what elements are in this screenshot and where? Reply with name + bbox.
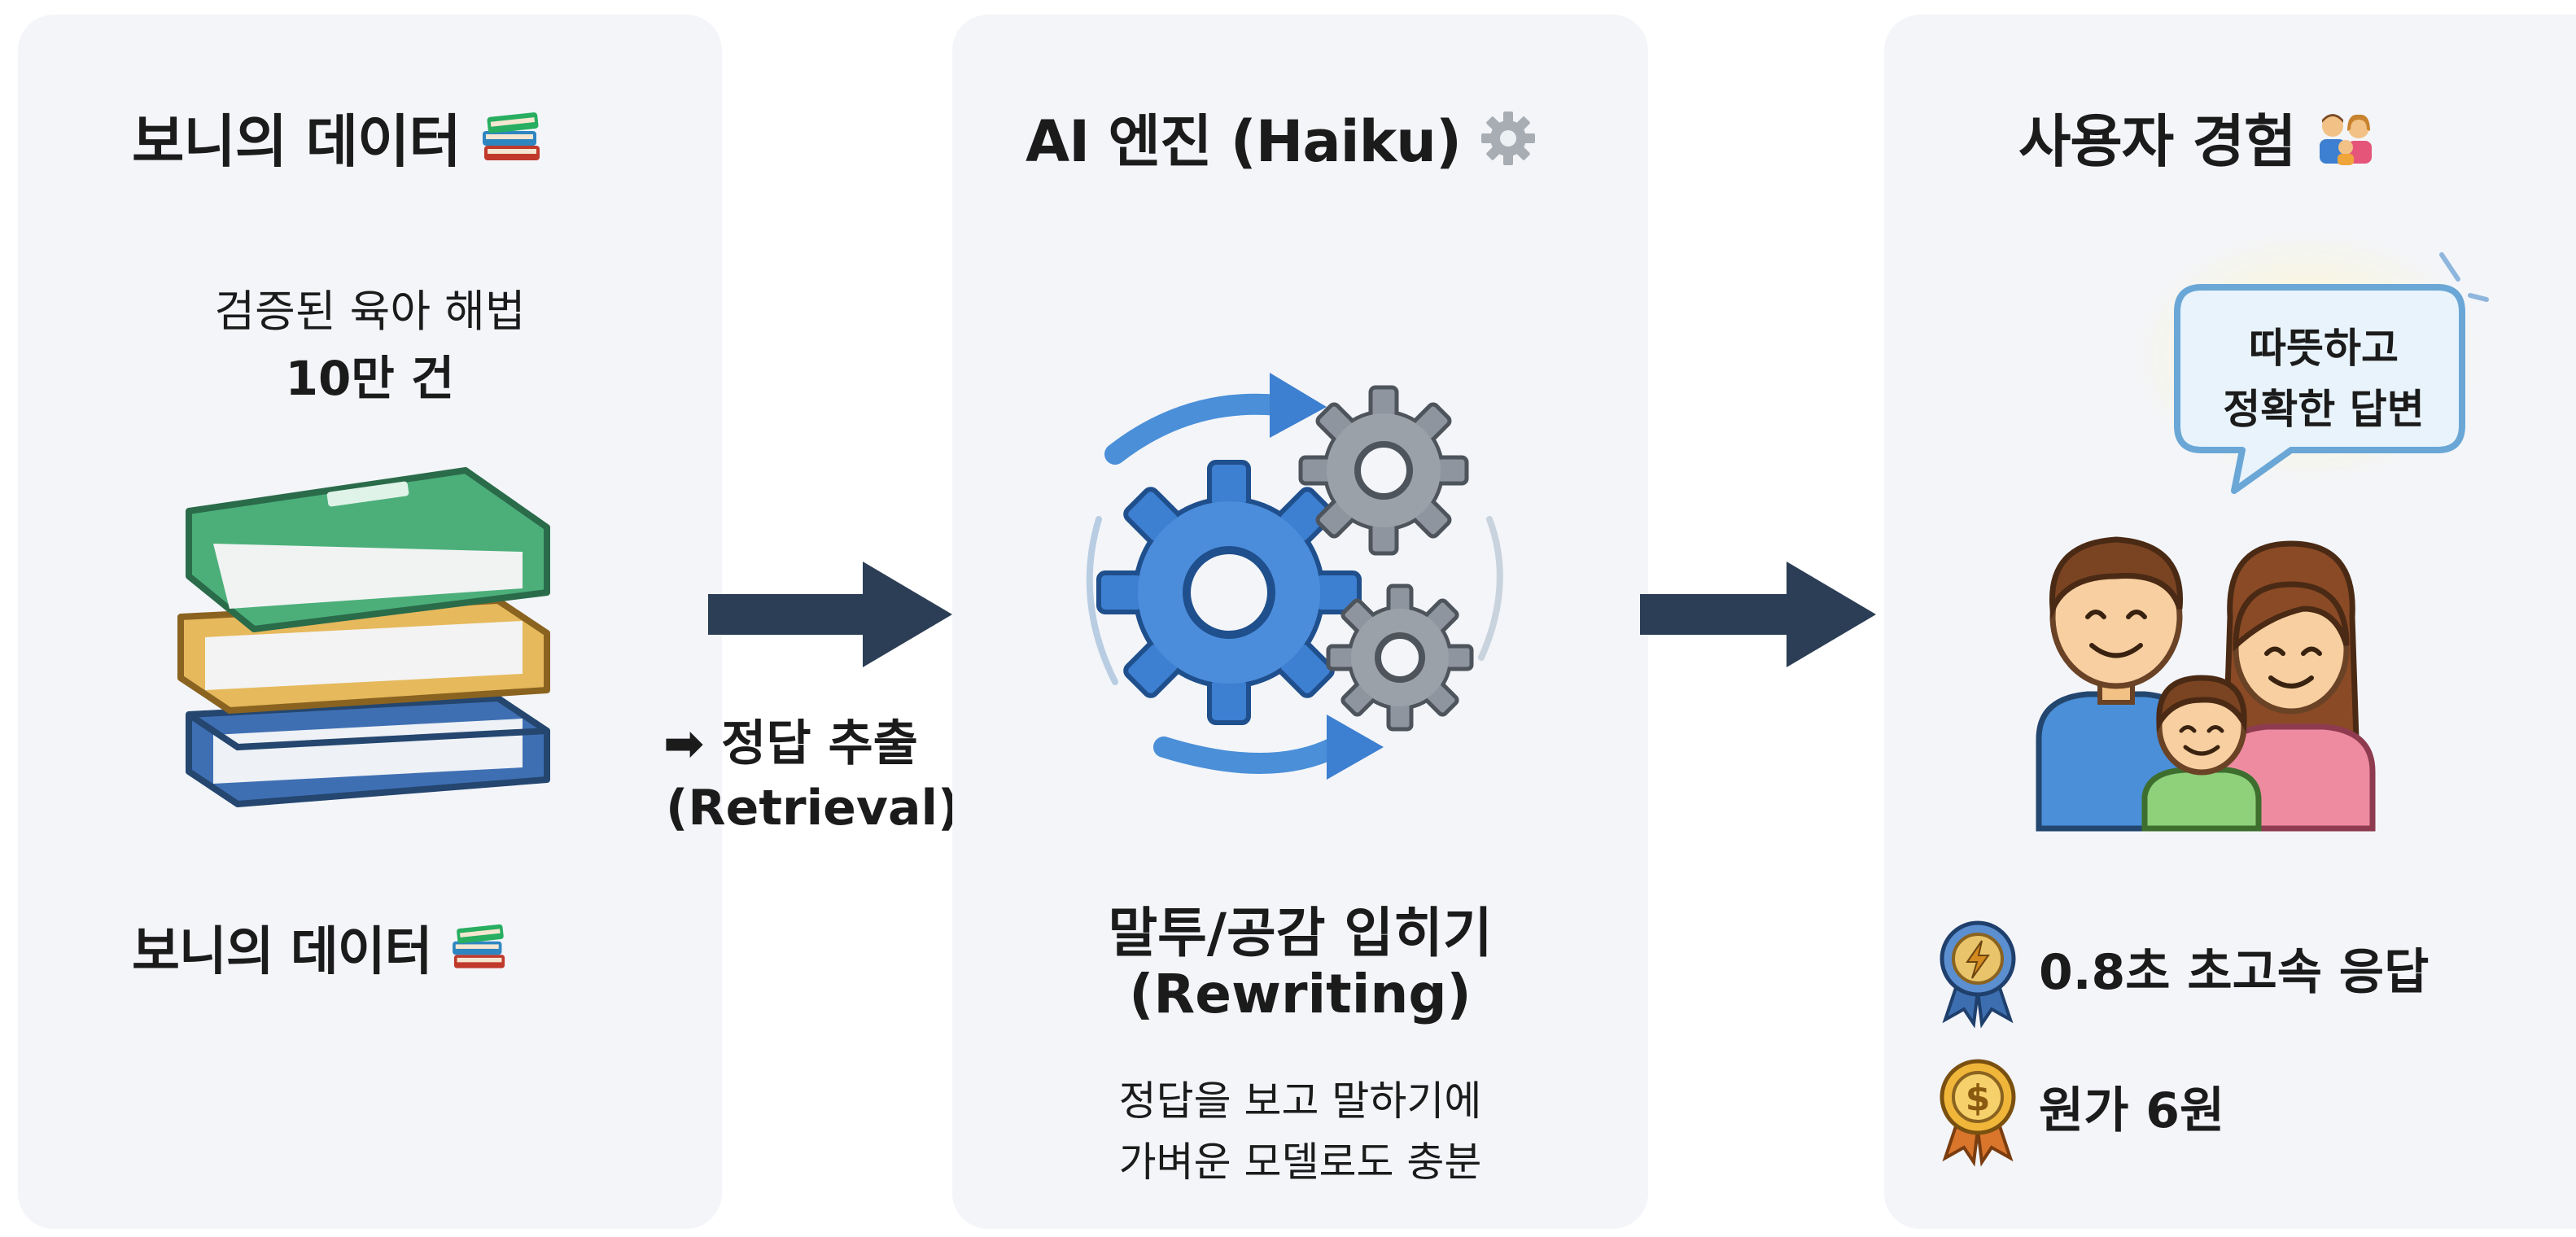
engine-panel-title-row: AI 엔진 (Haiku) xyxy=(1026,96,1537,181)
feature-speed: 0.8초 초고속 응답 xyxy=(1933,918,2429,1029)
lightning-badge-icon xyxy=(1933,918,2023,1029)
family-icon xyxy=(2315,110,2377,181)
engine-panel: AI 엔진 (Haiku) xyxy=(952,15,1648,1229)
data-subtitle-1: 검증된 육아 해법 xyxy=(214,286,526,337)
engine-desc-2: 가벼운 모델로도 충분 xyxy=(1118,1139,1482,1186)
gears-illustration xyxy=(1066,356,1522,815)
data-panel-title-row: 보니의 데이터 xyxy=(132,96,545,181)
engine-heading: 말투/공감 입히기 xyxy=(1108,902,1493,964)
bubble-line-1: 따뜻하고 xyxy=(2249,325,2399,372)
dollar-badge-icon: $ xyxy=(1933,1056,2023,1167)
feature-cost-label: 원가 6원 xyxy=(2039,1082,2225,1139)
family-illustration xyxy=(2023,495,2397,840)
retrieval-label-en: (Retrieval) xyxy=(666,780,960,837)
svg-text:$: $ xyxy=(1966,1077,1991,1119)
flow-arrow-2 xyxy=(1632,553,1892,679)
books-icon xyxy=(449,922,510,987)
experience-panel-title-row: 사용자 경험 xyxy=(2018,96,2377,181)
bubble-line-2: 정확한 답변 xyxy=(2223,386,2425,433)
book-stack-illustration xyxy=(164,454,571,824)
retrieval-label: ➡ 정답 추출 xyxy=(663,715,918,772)
engine-heading-en: (Rewriting) xyxy=(1129,963,1472,1025)
feature-speed-label: 0.8초 초고속 응답 xyxy=(2039,944,2429,1001)
data-panel-footer: 보니의 데이터 xyxy=(132,922,433,982)
data-panel-title: 보니의 데이터 xyxy=(132,108,461,175)
feature-cost: $ 원가 6원 xyxy=(1933,1056,2224,1167)
data-panel-footer-row: 보니의 데이터 xyxy=(132,910,510,987)
gear-icon xyxy=(1480,110,1537,181)
experience-panel-title: 사용자 경험 xyxy=(2018,108,2296,175)
flow-arrow-1 xyxy=(700,553,960,679)
books-icon xyxy=(479,110,545,181)
data-subtitle-2: 10만 건 xyxy=(285,351,455,406)
engine-panel-title: AI 엔진 (Haiku) xyxy=(1026,108,1462,175)
experience-panel: 사용자 경험 xyxy=(1884,15,2576,1229)
engine-desc-1: 정답을 보고 말하기에 xyxy=(1118,1077,1482,1125)
data-panel: 보니의 데이터 검증된 육아 해법 10만 건 xyxy=(18,15,722,1229)
